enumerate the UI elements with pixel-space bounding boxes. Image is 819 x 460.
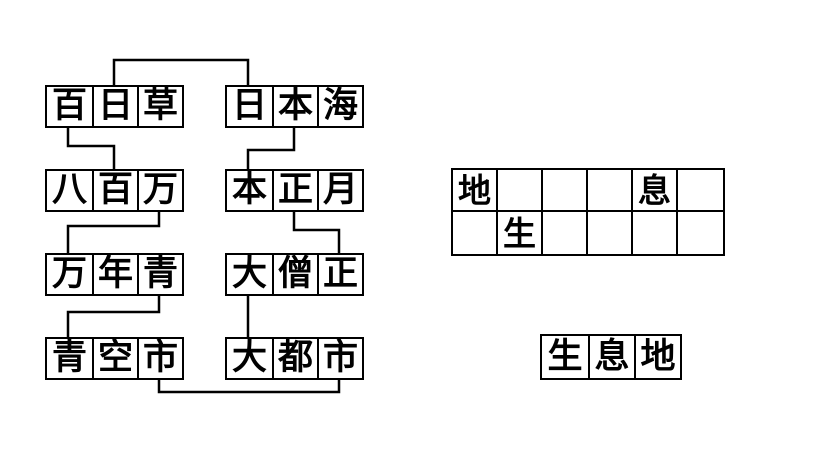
answer-grid: 地 息 生	[451, 168, 725, 256]
kanji-cell: 百	[92, 171, 137, 210]
word-box-row4-right: 大 都 市	[225, 337, 364, 380]
grid-cell-r1c4[interactable]	[588, 170, 633, 212]
kanji-cell: 青	[51, 338, 87, 378]
connector-row1left-row1right	[112, 58, 250, 85]
grid-cell-r1c6[interactable]	[678, 170, 723, 212]
grid-cell-r1c1: 地	[453, 170, 498, 212]
kanji-cell: 年	[92, 255, 137, 294]
grid-cell-r1c5: 息	[633, 170, 678, 212]
kanji-cell: 日	[92, 87, 137, 126]
connector-row2right-row3right	[292, 212, 341, 253]
kanji-cell: 本	[231, 170, 267, 210]
kanji-cell: 百	[51, 86, 87, 126]
kanji-cell: 月	[317, 171, 362, 210]
kanji-cell: 空	[92, 339, 137, 378]
grid-cell-r1c2[interactable]	[498, 170, 543, 212]
kanji-cell: 八	[51, 170, 87, 210]
kanji-cell: 大	[231, 338, 267, 378]
word-box-row3-left: 万 年 青	[45, 253, 184, 296]
word-box-row2-left: 八 百 万	[45, 169, 184, 212]
kanji-cell: 万	[51, 254, 87, 294]
kanji-cell: 万	[137, 171, 182, 210]
word-box-row4-left: 青 空 市	[45, 337, 184, 380]
grid-cell-r2c3[interactable]	[543, 212, 588, 254]
kanji-cell: 生	[547, 336, 583, 377]
connector-row2left-row3left	[66, 212, 161, 253]
word-box-row1-right: 日 本 海	[225, 85, 364, 128]
kanji-cell: 海	[317, 87, 362, 126]
answer-word-box: 生 息 地	[540, 334, 682, 380]
kanji-cell: 草	[137, 87, 182, 126]
kanji-cell: 息	[588, 336, 634, 378]
kanji-cell: 市	[317, 339, 362, 378]
kanji-cell: 青	[137, 255, 182, 294]
connector-row3left-row4left	[66, 296, 161, 337]
word-box-row1-left: 百 日 草	[45, 85, 184, 128]
grid-cell-r2c4[interactable]	[588, 212, 633, 254]
kanji-cell: 都	[272, 339, 317, 378]
kanji-cell: 本	[272, 87, 317, 126]
kanji-cell: 僧	[272, 255, 317, 294]
kanji-cell: 日	[231, 86, 267, 126]
connector-row4left-row4right	[157, 380, 341, 394]
grid-cell-r2c6[interactable]	[678, 212, 723, 254]
kanji-cell: 正	[317, 255, 362, 294]
kanji-cell: 市	[137, 339, 182, 378]
word-box-row2-right: 本 正 月	[225, 169, 364, 212]
grid-cell-r2c5[interactable]	[633, 212, 678, 254]
connector-row1right-row2right	[246, 128, 296, 169]
kanji-cell: 大	[231, 254, 267, 294]
connector-row1left-row2left	[66, 128, 116, 169]
grid-cell-r2c2: 生	[498, 212, 543, 254]
word-box-row3-right: 大 僧 正	[225, 253, 364, 296]
kanji-cell: 正	[272, 171, 317, 210]
grid-cell-r2c1[interactable]	[453, 212, 498, 254]
kanji-cell: 地	[634, 336, 680, 378]
grid-cell-r1c3[interactable]	[543, 170, 588, 212]
